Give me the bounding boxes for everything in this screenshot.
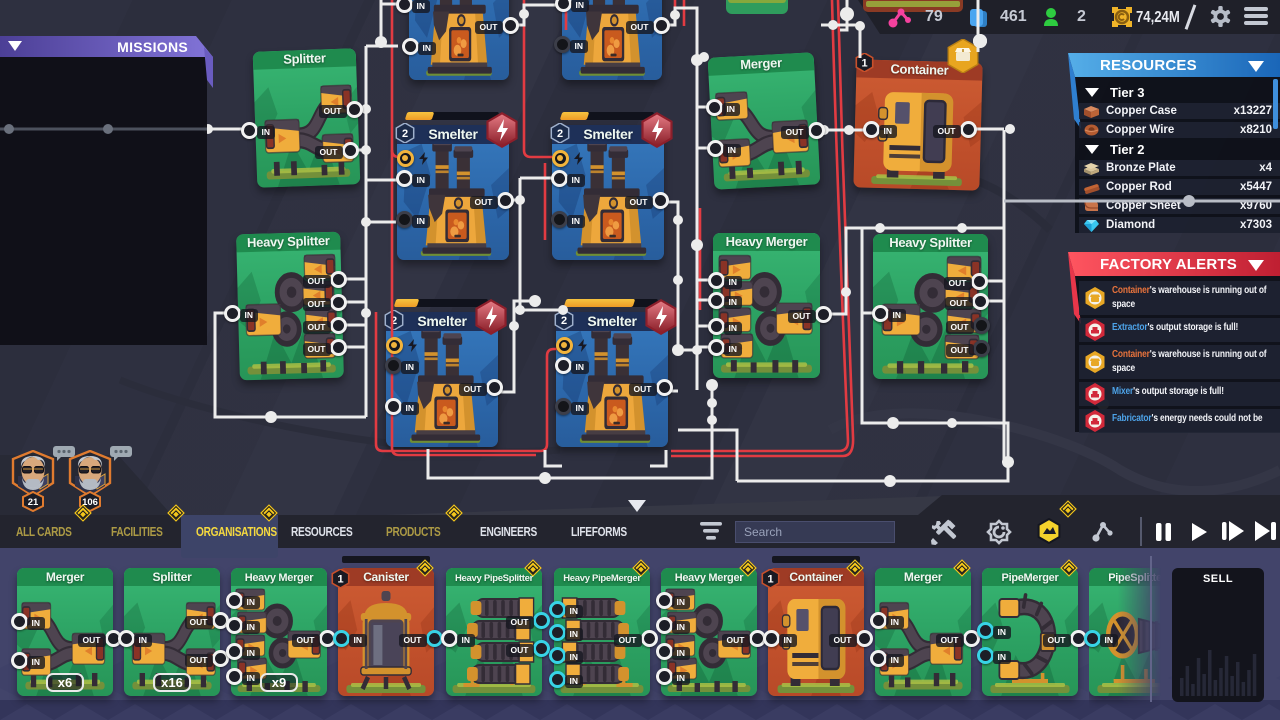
svg-text:2: 2 <box>557 128 563 140</box>
svg-text:21: 21 <box>28 497 39 508</box>
svg-text:1: 1 <box>861 58 867 70</box>
svg-text:1: 1 <box>767 574 773 586</box>
svg-text:2: 2 <box>391 315 397 327</box>
svg-text:2: 2 <box>402 128 408 140</box>
svg-text:106: 106 <box>82 497 98 508</box>
svg-text:2: 2 <box>561 315 567 327</box>
svg-text:1: 1 <box>337 574 343 586</box>
